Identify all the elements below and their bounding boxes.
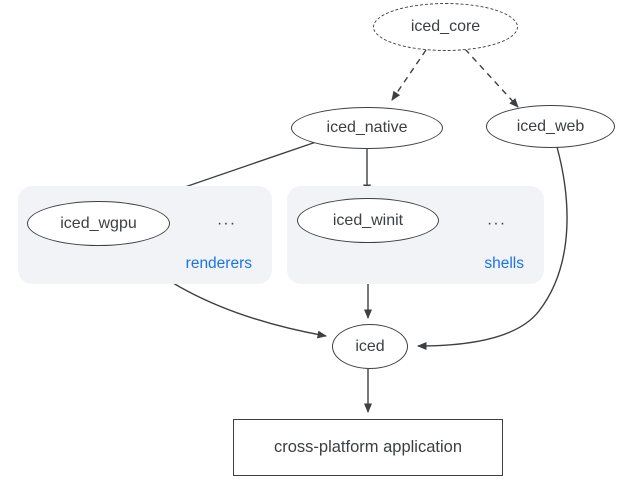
node-iced-core: iced_core <box>373 3 518 51</box>
group-shells-label: shells <box>484 255 524 272</box>
node-iced-web: iced_web <box>486 105 615 148</box>
node-iced-wgpu: iced_wgpu <box>27 201 170 246</box>
edge-web-to-iced <box>417 146 568 350</box>
node-iced-native-label: iced_native <box>326 119 408 136</box>
node-iced-winit-label: iced_winit <box>332 211 404 229</box>
renderers-ellipsis: ... <box>217 211 237 229</box>
node-iced-core-label: iced_core <box>410 18 481 35</box>
node-cross-platform-application-label: cross-platform application <box>274 438 462 456</box>
group-renderers-label: renderers <box>185 255 252 272</box>
shells-ellipsis: ... <box>487 211 507 229</box>
edge-core-to-web <box>464 48 519 108</box>
node-iced: iced <box>332 324 408 369</box>
node-iced-label: iced <box>355 337 385 355</box>
node-iced-native: iced_native <box>291 107 443 149</box>
node-iced-wgpu-label: iced_wgpu <box>60 214 137 232</box>
node-cross-platform-application: cross-platform application <box>233 419 503 476</box>
node-iced-winit: iced_winit <box>297 198 439 243</box>
edge-core-to-native <box>391 49 427 101</box>
node-iced-web-label: iced_web <box>516 117 585 135</box>
